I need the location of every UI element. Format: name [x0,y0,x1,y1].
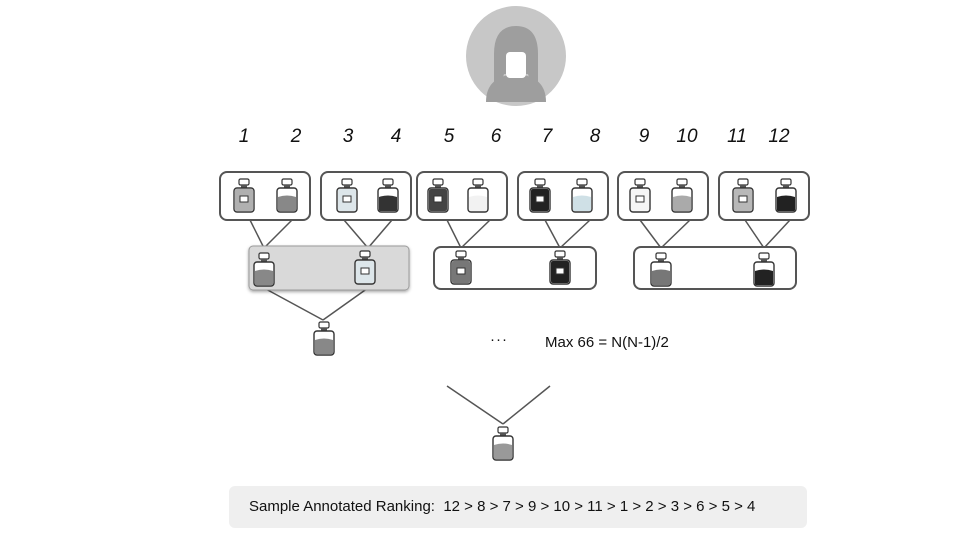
item-number: 6 [490,126,502,147]
ellipsis: ··· [490,331,508,348]
ranking-bar [229,486,807,528]
item-number: 11 [727,126,747,147]
perfume-bottle-icon [354,250,376,285]
item-number: 8 [589,126,601,147]
item-number: 2 [290,126,302,147]
perfume-bottle-icon [629,178,651,213]
perfume-bottle-icon [427,178,449,213]
perfume-bottle-icon [529,178,551,213]
item-number: 10 [676,126,698,147]
perfume-bottle-icon [377,178,399,213]
perfume-bottle-icon [549,250,571,285]
perfume-bottle-icon [671,178,693,213]
perfume-bottle-icon [753,252,775,287]
perfume-bottle-icon [276,178,298,213]
person-avatar-icon [466,6,566,106]
perfume-bottle-icon [775,178,797,213]
perfume-bottle-icon [571,178,593,213]
max-comparisons-formula: Max 66 = N(N-1)/2 [545,334,669,351]
item-number: 12 [768,126,790,147]
item-number: 7 [541,126,553,147]
ranking-label: Sample Annotated Ranking [249,498,431,515]
perfume-bottle-icon [313,321,335,356]
perfume-bottle-icon [253,252,275,287]
item-number: 5 [443,126,455,147]
ranking-sequence: 12 > 8 > 7 > 9 > 10 > 11 > 1 > 2 > 3 > 6… [443,498,756,515]
ranking-separator: : [430,498,435,515]
perfume-bottle-icon [233,178,255,213]
perfume-bottle-icon [336,178,358,213]
perfume-bottle-icon [492,426,514,461]
perfume-bottle-icon [732,178,754,213]
ranking-text: Sample Annotated Ranking: 12 > 8 > 7 > 9… [249,498,755,515]
perfume-bottle-icon [467,178,489,213]
item-number: 1 [238,126,250,147]
item-number: 3 [342,126,354,147]
bottle-layer [233,178,797,461]
perfume-bottle-icon [450,250,472,285]
item-number: 9 [638,126,650,147]
connector-lines [249,219,791,425]
item-number: 4 [390,126,402,147]
perfume-bottle-icon [650,252,672,287]
